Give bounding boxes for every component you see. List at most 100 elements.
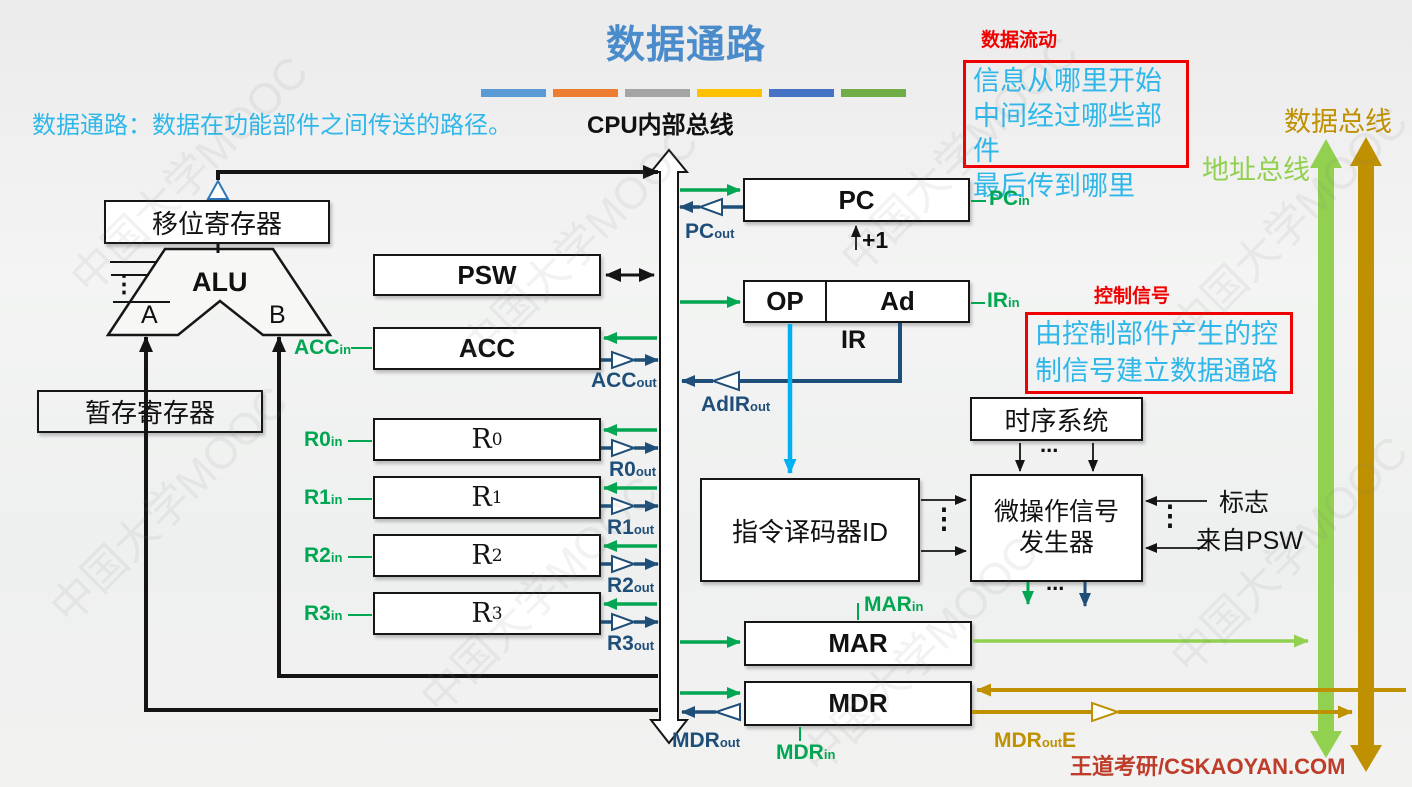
- r1-sub: 1: [491, 487, 503, 508]
- r2-sub: 2: [491, 545, 503, 566]
- r0-label: R: [471, 424, 492, 455]
- ir-in-label: IRin: [987, 289, 1020, 312]
- pc-box: PC: [743, 178, 970, 222]
- alu-port-a-label: A: [141, 301, 158, 329]
- data-bus-arrow: [1350, 137, 1382, 772]
- flags-dots: ⋮: [1156, 500, 1184, 531]
- mar-box: MAR: [744, 621, 972, 666]
- ad-to-bus-line: [739, 323, 902, 383]
- acc-in-label: ACCin: [294, 336, 352, 359]
- alu-control-input-lines: [110, 261, 170, 303]
- r0-in-label: R0in: [304, 428, 343, 451]
- deco-bar: [553, 89, 618, 97]
- ad-label: Ad: [880, 286, 915, 316]
- deco-bar: [841, 89, 906, 97]
- instruction-decoder-label: 指令译码器ID: [731, 516, 888, 547]
- plus-one-label: +1: [862, 227, 889, 253]
- flags-label: 标志: [1219, 489, 1270, 517]
- mar-in-label: MARin: [864, 593, 924, 616]
- green-label-ticks: [348, 200, 986, 741]
- address-bus-arrow: [1310, 139, 1342, 758]
- bus-to-alu-a-line: [139, 336, 658, 712]
- data-flow-line: 信息从哪里开始: [973, 66, 1162, 96]
- ir-box: OP Ad: [743, 280, 970, 323]
- alu-port-b-label: B: [269, 301, 286, 329]
- r2-label: R: [471, 540, 492, 571]
- r1-in-label: R1in: [304, 486, 343, 509]
- shift-register-label: 移位寄存器: [151, 208, 282, 239]
- deco-bars: [481, 89, 906, 97]
- temp-register-label: 暂存寄存器: [84, 398, 215, 428]
- r3-in-label: R3in: [304, 602, 343, 625]
- acc-out-buffer-icon: [611, 350, 637, 370]
- acc-out-label: ACCout: [591, 369, 657, 392]
- micro-op-generator-line: 微操作信号: [993, 497, 1119, 526]
- acc-box: ACC: [373, 327, 601, 370]
- ad-ir-out-buffer-icon: [709, 370, 740, 392]
- shift-register-out-buffer-icon: [206, 178, 230, 200]
- deco-bar: [697, 89, 762, 97]
- deco-bar: [625, 89, 690, 97]
- mar-label: MAR: [828, 628, 888, 658]
- mdr-out-e-label: MDRoutE: [994, 729, 1077, 752]
- data-flow-line: 中间经过哪些部件: [973, 101, 1162, 166]
- control-signal-line: 由控制部件产生的控: [1035, 319, 1278, 349]
- op-label: OP: [766, 286, 804, 316]
- r0-sub: 0: [491, 429, 503, 450]
- pc-out-label: PCout: [685, 220, 735, 243]
- pc-label: PC: [838, 184, 875, 215]
- control-signal-note: 由控制部件产生的控 制信号建立数据通路: [1025, 312, 1293, 394]
- address-bus-label: 地址总线: [1202, 155, 1310, 185]
- r3-out-label: R3out: [607, 632, 655, 655]
- r0-out-buffer-icon: [611, 438, 637, 458]
- shift-register-to-bus-line: [216, 165, 659, 180]
- r1-label: R: [471, 482, 492, 513]
- deco-bar: [769, 89, 834, 97]
- r3-label: R: [471, 598, 492, 629]
- data-flow-line: 最后传到哪里: [973, 171, 1135, 201]
- mdr-box: MDR: [744, 681, 972, 726]
- register-in-arrows: [603, 184, 1034, 699]
- mdr-out-buffer-icon: [712, 702, 741, 722]
- r1-out-label: R1out: [607, 516, 655, 539]
- pc-in-label: PCin: [989, 187, 1030, 210]
- data-flow-note: 信息从哪里开始 中间经过哪些部件 最后传到哪里: [963, 60, 1189, 201]
- r3-sub: 3: [491, 603, 503, 624]
- mdr-out-label: MDRout: [672, 729, 741, 752]
- bus-to-alu-b-line: [272, 336, 658, 678]
- definition-text: 数据通路：数据在功能部件之间传送的路径。: [32, 112, 512, 139]
- micro-op-generator-box: 微操作信号 发生器: [970, 474, 1143, 582]
- timing-system-box: 时序系统: [970, 397, 1143, 441]
- decoder-generator-dots: ⋮: [930, 503, 958, 534]
- mdr-out-e-buffer-icon: [1091, 701, 1122, 723]
- from-psw-label: 来自PSW: [1196, 527, 1303, 555]
- internal-bus-label: CPU内部总线: [587, 112, 734, 139]
- mdr-in-label: MDRin: [776, 741, 836, 764]
- r3-out-buffer-icon: [611, 612, 637, 632]
- temp-register-box: 暂存寄存器: [37, 390, 263, 433]
- pc-out-buffer-icon: [697, 197, 723, 217]
- footer-brand: 王道考研/CSKAOYAN.COM: [1070, 754, 1346, 779]
- data-bus-label: 数据总线: [1284, 107, 1392, 137]
- shift-register-box: 移位寄存器: [104, 200, 330, 244]
- r2-out-label: R2out: [607, 574, 655, 597]
- alu-label: ALU: [192, 267, 248, 297]
- timing-system-label: 时序系统: [1004, 405, 1109, 436]
- timing-dots: ...: [1040, 432, 1059, 457]
- ad-ir-out-label: AdIRout: [701, 393, 771, 416]
- deco-bar: [481, 89, 546, 97]
- control-signal-line: 制信号建立数据通路: [1035, 356, 1278, 386]
- control-signal-heading: 控制信号: [1094, 286, 1171, 307]
- page-title: 数据通路: [606, 24, 767, 67]
- micro-op-generator-line: 发生器: [1018, 529, 1094, 557]
- mdr-label: MDR: [828, 688, 888, 718]
- r2-in-label: R2in: [304, 544, 343, 567]
- data-flow-heading: 数据流动: [981, 30, 1058, 51]
- register-out-arrows: [601, 197, 1091, 722]
- generator-output-dots: ...: [1046, 570, 1065, 595]
